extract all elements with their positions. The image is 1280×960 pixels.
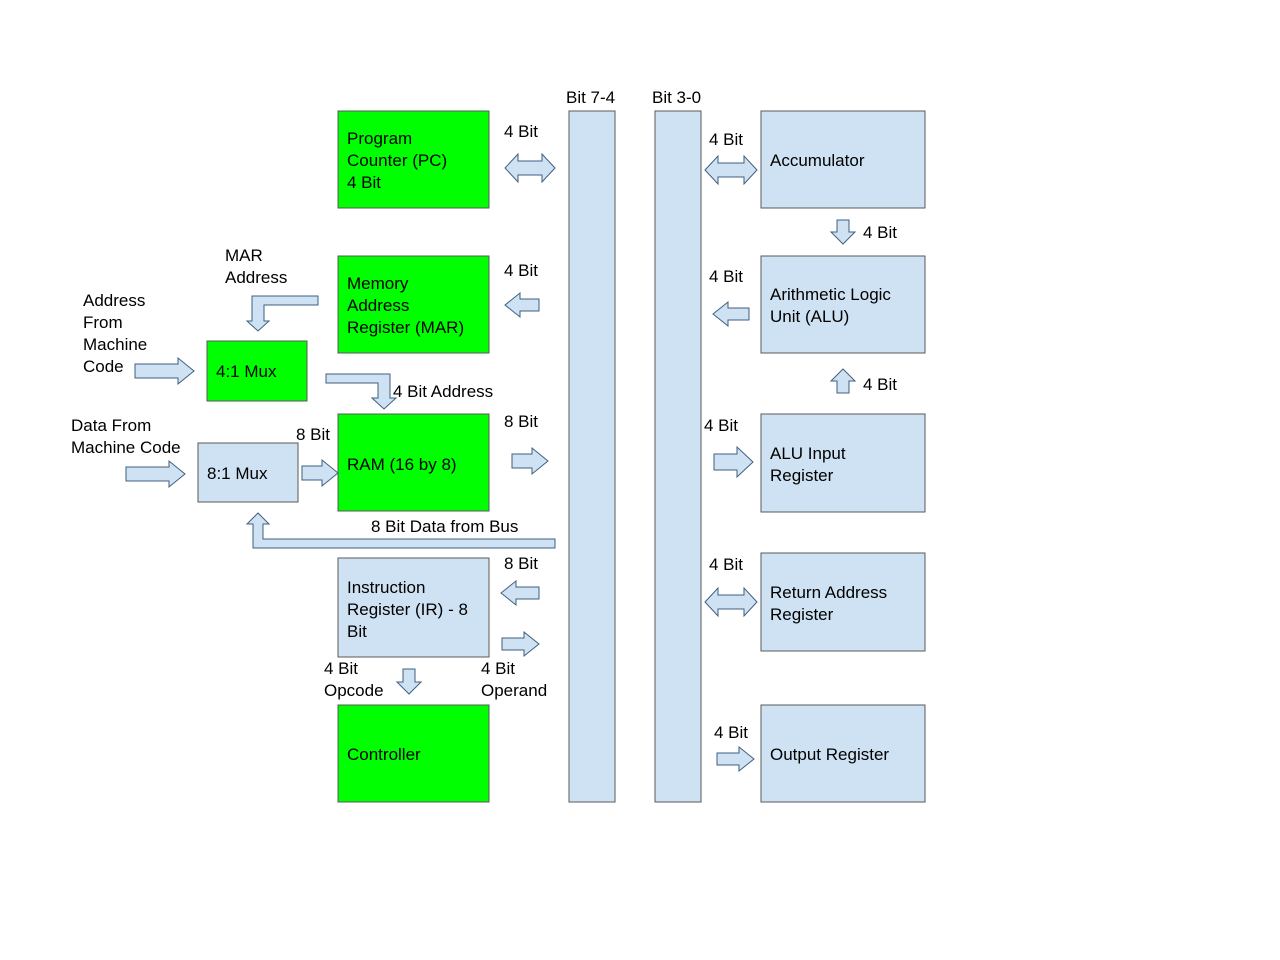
bus-bit-3-0-label: Bit 3-0 [652, 88, 701, 107]
mux-4-1-block [206, 340, 308, 402]
accumulator-to-alu-arrow [829, 219, 857, 245]
output-register-block [760, 704, 926, 803]
mux8-ram-width-label: 8 Bit [296, 425, 330, 444]
ram-label: RAM (16 by 8) [347, 455, 457, 474]
mux-8-1-label: 8:1 Mux [207, 464, 268, 483]
bus-bit-7-4-label: Bit 7-4 [566, 88, 615, 107]
bus-to-ir-arrow [500, 579, 540, 607]
ram-to-bus-arrow [511, 446, 549, 476]
accumulator-bus-bidirectional-arrow [704, 154, 758, 186]
bus-to-output-arrow [716, 745, 755, 773]
alu-block [760, 255, 926, 354]
mar-address-elbow-arrow [245, 295, 319, 332]
ram-address-width-label: 4 Bit Address [393, 382, 493, 401]
bus-bit-3-0 [654, 110, 702, 803]
ram-bus-width-label: 8 Bit [504, 412, 538, 431]
mux8-to-ram-arrow [301, 458, 339, 488]
alu-bus-width-label: 4 Bit [709, 267, 743, 286]
mux4-to-ram-elbow-arrow [325, 373, 398, 410]
accumulator-label: Accumulator [770, 151, 865, 170]
accumulator-bus-width-label: 4 Bit [709, 130, 743, 149]
alu-input-alu-width-label: 4 Bit [863, 375, 897, 394]
ir-to-bus-operand-arrow [501, 630, 540, 658]
controller-block [337, 704, 490, 803]
alu-input-register-block [760, 413, 926, 513]
ram-block [337, 413, 490, 512]
pc-bus-width-label: 4 Bit [504, 122, 538, 141]
data-from-bus-label: 8 Bit Data from Bus [371, 517, 518, 536]
controller-label: Controller [347, 745, 421, 764]
accumulator-block [760, 110, 926, 209]
program-counter-block [337, 110, 490, 209]
return-address-bus-width-label: 4 Bit [709, 555, 743, 574]
output-bus-width-label: 4 Bit [714, 723, 748, 742]
bus-data-to-mux8-elbow-arrow [245, 512, 556, 549]
mux-8-1-block [197, 442, 299, 503]
ir-to-controller-opcode-arrow [395, 668, 423, 695]
bus-to-mar-arrow [504, 291, 540, 319]
return-address-register-block [760, 552, 926, 652]
alu-to-bus-arrow [712, 300, 750, 328]
bus-bit-7-4 [568, 110, 616, 803]
alu-input-bus-width-label: 4 Bit [704, 416, 738, 435]
ir-bus-width-label: 8 Bit [504, 554, 538, 573]
pc-bus-bidirectional-arrow [504, 152, 556, 184]
return-address-bus-bidirectional-arrow [704, 586, 758, 618]
bus-to-alu-input-arrow [713, 445, 754, 479]
address-from-code-arrow [134, 356, 195, 386]
instruction-register-block [337, 557, 490, 658]
mar-bus-width-label: 4 Bit [504, 261, 538, 280]
output-register-label: Output Register [770, 745, 889, 764]
mux-4-1-label: 4:1 Mux [216, 362, 277, 381]
alu-input-to-alu-arrow [829, 368, 857, 394]
accumulator-alu-width-label: 4 Bit [863, 223, 897, 242]
mar-block [337, 255, 490, 354]
data-from-code-arrow [125, 459, 186, 489]
